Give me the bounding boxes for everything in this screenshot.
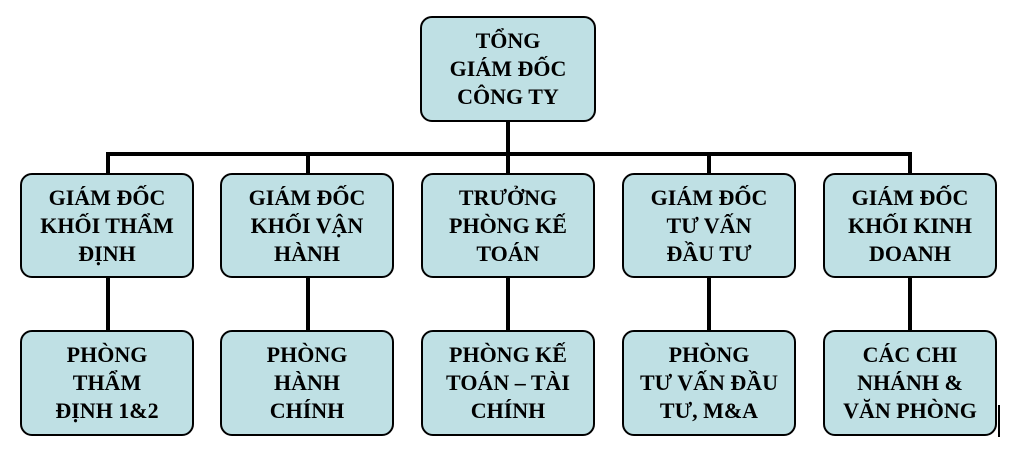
level2-node-1: PHÒNG THẨM ĐỊNH 1&2 xyxy=(20,330,194,436)
root-line-1: TỔNG xyxy=(475,28,541,53)
level1-connector-3 xyxy=(506,152,510,175)
node-line: TOÁN xyxy=(476,240,540,266)
node-line: CÁC CHI xyxy=(862,342,958,367)
node-line: TƯ VẤN ĐẦU xyxy=(639,370,779,395)
node-line: KHỐI VẬN xyxy=(250,212,364,238)
node-line: TƯ, M&A xyxy=(659,398,759,423)
node-line: KHỐI THẨM xyxy=(40,212,174,238)
node-line: ĐẦU TƯ xyxy=(666,240,752,266)
node-line: GIÁM ĐỐC xyxy=(851,184,969,210)
node-line: CHÍNH xyxy=(269,398,345,423)
node-line: TOÁN – TÀI xyxy=(446,370,570,395)
node-line: PHÒNG xyxy=(66,342,148,367)
node-line: PHÒNG xyxy=(668,342,750,367)
level2-node-2: PHÒNG HÀNH CHÍNH xyxy=(220,330,394,436)
node-line: HÀNH xyxy=(274,240,340,266)
node-line: GIÁM ĐỐC xyxy=(48,184,166,210)
node-line: THẨM xyxy=(72,370,142,395)
node-line: NHÁNH & xyxy=(857,370,963,395)
node-line: PHÒNG xyxy=(266,342,348,367)
level2-node-5: CÁC CHI NHÁNH & VĂN PHÒNG xyxy=(823,330,997,436)
node-line: TƯ VẤN xyxy=(666,212,752,238)
node-line: GIÁM ĐỐC xyxy=(650,184,768,210)
text-cursor xyxy=(998,405,1000,437)
node-line: CHÍNH xyxy=(470,398,546,423)
node-line: DOANH xyxy=(869,240,951,266)
level2-connector-4 xyxy=(707,276,711,332)
root-node: TỔNG GIÁM ĐỐC CÔNG TY xyxy=(420,16,596,122)
level1-connector-1 xyxy=(106,152,110,175)
node-line: GIÁM ĐỐC xyxy=(248,184,366,210)
node-line: ĐỊNH 1&2 xyxy=(55,398,159,423)
root-line-3: CÔNG TY xyxy=(457,84,559,109)
level1-node-2: GIÁM ĐỐC KHỐI VẬN HÀNH xyxy=(220,173,394,278)
level1-connector-4 xyxy=(707,152,711,175)
level2-connector-2 xyxy=(306,276,310,332)
node-line: ĐỊNH xyxy=(78,240,136,266)
level1-node-1: GIÁM ĐỐC KHỐI THẨM ĐỊNH xyxy=(20,173,194,278)
level1-node-4: GIÁM ĐỐC TƯ VẤN ĐẦU TƯ xyxy=(622,173,796,278)
node-line: KHỐI KINH xyxy=(847,212,973,238)
level2-connector-1 xyxy=(106,276,110,332)
level1-connector-2 xyxy=(306,152,310,175)
level1-node-3: TRƯỞNG PHÒNG KẾ TOÁN xyxy=(421,173,595,278)
node-line: VĂN PHÒNG xyxy=(843,398,977,423)
level2-node-3: PHÒNG KẾ TOÁN – TÀI CHÍNH xyxy=(421,330,595,436)
level2-connector-5 xyxy=(908,276,912,332)
level2-connector-3 xyxy=(506,276,510,332)
node-line: HÀNH xyxy=(273,370,340,395)
level2-node-4: PHÒNG TƯ VẤN ĐẦU TƯ, M&A xyxy=(622,330,796,436)
root-line-2: GIÁM ĐỐC xyxy=(449,56,567,81)
node-line: TRƯỞNG xyxy=(458,184,558,210)
node-line: PHÒNG KẾ xyxy=(449,342,567,367)
level1-node-5: GIÁM ĐỐC KHỐI KINH DOANH xyxy=(823,173,997,278)
root-connector xyxy=(506,120,510,154)
node-line: PHÒNG KẾ xyxy=(449,212,567,238)
level1-connector-5 xyxy=(908,152,912,175)
